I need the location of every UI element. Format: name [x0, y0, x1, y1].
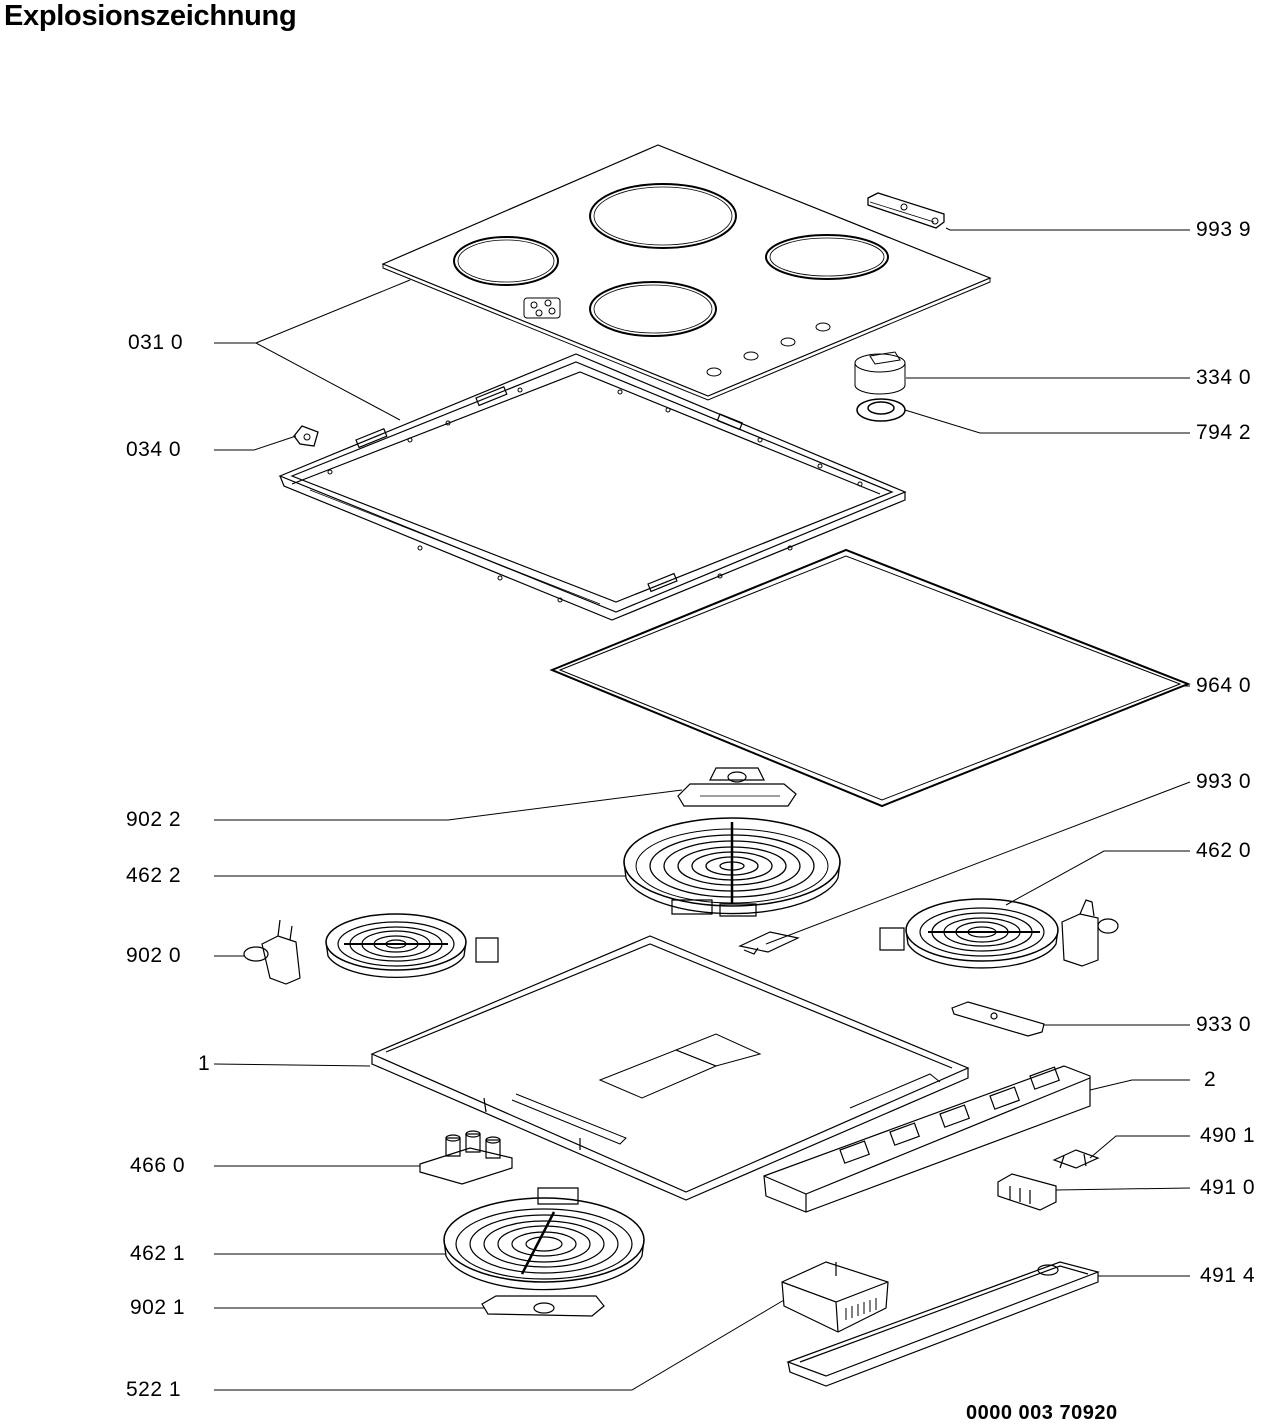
- part-label-993-9: 993 9: [1196, 218, 1252, 241]
- heating-element-462-1: [444, 1188, 644, 1290]
- part-label-964-0: 964 0: [1196, 674, 1252, 697]
- part-label-933-0: 933 0: [1196, 1013, 1252, 1036]
- leader-lines: [214, 228, 1190, 1390]
- part-label-334-0: 334 0: [1196, 366, 1252, 389]
- heating-element-left: [326, 914, 498, 977]
- part-label-462-0: 462 0: [1196, 839, 1252, 862]
- part-label-462-1: 462 1: [130, 1242, 186, 1265]
- page-title: Explosionszeichnung: [4, 0, 297, 32]
- part-label-902-2: 902 2: [126, 808, 182, 831]
- glass-ceramic-top: [383, 145, 990, 400]
- part-label-902-1: 902 1: [130, 1296, 186, 1319]
- base-tray: [372, 936, 968, 1200]
- heating-element-462-2: [624, 818, 840, 916]
- part-label-031-0: 031 0: [128, 331, 184, 354]
- part-label-993-0: 993 0: [1196, 770, 1252, 793]
- clip-034-0: [294, 426, 318, 446]
- cover-strip-491-4: [788, 1262, 1098, 1386]
- heater-bracket-902-1: [482, 1296, 604, 1316]
- part-label-794-2: 794 2: [1196, 421, 1252, 444]
- control-housing: [764, 1066, 1090, 1212]
- switch-block-491-0: [998, 1174, 1056, 1210]
- part-label-466-0: 466 0: [130, 1154, 186, 1177]
- heating-element-462-0: [880, 899, 1058, 968]
- part-label-491-0: 491 0: [1200, 1176, 1256, 1199]
- bracket-993-9: [868, 193, 944, 228]
- heater-bracket-902-0: [244, 920, 300, 984]
- part-label-522-1: 522 1: [126, 1378, 182, 1401]
- part-label-1: 1: [198, 1052, 211, 1075]
- part-label-902-0: 902 0: [126, 944, 182, 967]
- part-label-034-0: 034 0: [126, 438, 182, 461]
- bracket-933-0: [952, 1002, 1044, 1036]
- part-label-2: 2: [1204, 1068, 1217, 1091]
- part-label-462-2: 462 2: [126, 864, 182, 887]
- part-490-1: [1054, 1150, 1098, 1168]
- part-label-491-4: 491 4: [1200, 1264, 1256, 1287]
- knob-ring: [857, 399, 905, 421]
- control-knob: [855, 352, 905, 394]
- part-label-490-1: 490 1: [1200, 1124, 1256, 1147]
- gasket-seal: [552, 550, 1188, 806]
- clip-993-0: [740, 932, 798, 954]
- heater-bracket-902-2: [678, 768, 796, 806]
- drawing-number: 0000 003 70920: [966, 1402, 1118, 1424]
- hob-frame: [280, 354, 905, 620]
- energy-regulator-522-1: [782, 1262, 888, 1332]
- terminal-block-466-0: [420, 1131, 512, 1184]
- right-heater-bracket: [1062, 900, 1118, 966]
